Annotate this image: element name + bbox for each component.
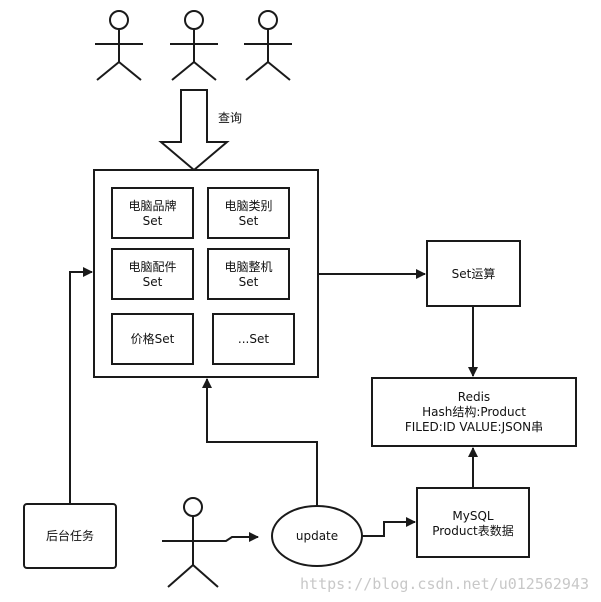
redis-hash-line: Hash结构:Product <box>422 404 526 419</box>
price-set-box <box>111 313 194 365</box>
complete-set-label: 电脑整机 <box>224 259 272 274</box>
complete-set-box <box>207 248 290 300</box>
update-to-sets-arrow <box>202 378 318 506</box>
mysql-table-line: Product表数据 <box>432 523 514 538</box>
user-actor-icon <box>95 10 143 81</box>
price-set-label: 价格Set <box>131 331 175 346</box>
watermark-text: https://blog.csdn.net/u012562943 <box>300 575 589 593</box>
user-actor-icon <box>244 10 292 81</box>
parts-set-suffix: Set <box>143 275 163 289</box>
more-set-box <box>212 313 295 365</box>
query-arrow-icon <box>158 89 230 172</box>
update-to-mysql-arrow <box>362 517 416 537</box>
redis-field-line: FILED:ID VALUE:JSON串 <box>405 420 543 434</box>
backend-to-sets-arrow <box>69 267 93 504</box>
brand-set-suffix: Set <box>143 214 163 228</box>
more-set-label: ...Set <box>238 332 269 346</box>
admin-to-update-arrow <box>162 532 259 542</box>
complete-set-suffix: Set <box>239 275 259 289</box>
set-op-label: Set运算 <box>452 266 496 281</box>
redis-title: Redis <box>458 390 490 404</box>
category-set-box <box>207 187 290 239</box>
user-actor-icon <box>170 10 218 81</box>
mysql-title: MySQL <box>452 509 494 523</box>
query-label: 查询 <box>218 111 242 125</box>
category-set-label: 电脑类别 <box>224 199 272 213</box>
brand-set-box <box>111 187 194 239</box>
brand-set-label: 电脑品牌 <box>128 199 176 213</box>
update-label: update <box>296 529 338 543</box>
parts-set-box <box>111 248 194 300</box>
mysql-box <box>416 487 530 558</box>
parts-set-label: 电脑配件 <box>128 260 176 274</box>
redis-box <box>371 377 577 447</box>
admin-actor-icon <box>167 497 219 588</box>
category-set-suffix: Set <box>239 214 259 228</box>
backend-task-label: 后台任务 <box>46 528 94 543</box>
